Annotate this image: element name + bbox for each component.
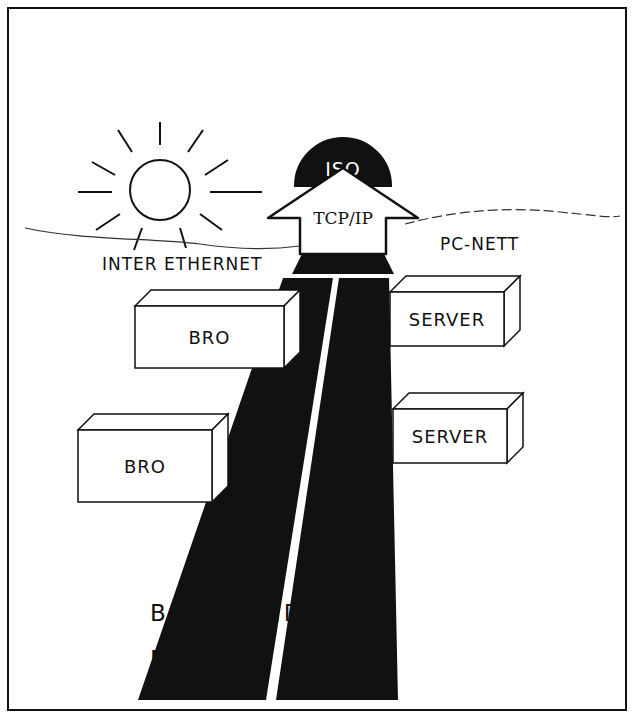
horizon-line bbox=[405, 210, 620, 224]
protocol-arrow: TCP/IP bbox=[268, 168, 418, 280]
network-label: PC-NETT bbox=[440, 234, 580, 254]
node-text: SERVER bbox=[390, 292, 504, 346]
network-label: BREDBÅNDS- NETT bbox=[150, 590, 300, 682]
network-label: INTER ETHERNET bbox=[102, 254, 322, 274]
device-box: BRO bbox=[78, 414, 228, 502]
road-lane bbox=[276, 278, 398, 700]
node-text: TCP/IP bbox=[288, 198, 398, 238]
device-box: SERVER bbox=[393, 393, 523, 463]
device-box: SERVER bbox=[390, 276, 520, 346]
sun bbox=[78, 122, 262, 250]
frame bbox=[8, 8, 626, 710]
node-text: BRO bbox=[135, 306, 284, 368]
node-text: BRO bbox=[78, 430, 212, 502]
device-box: BRO bbox=[135, 290, 300, 368]
horizon-line bbox=[25, 228, 300, 249]
node-text: SERVER bbox=[393, 409, 507, 463]
